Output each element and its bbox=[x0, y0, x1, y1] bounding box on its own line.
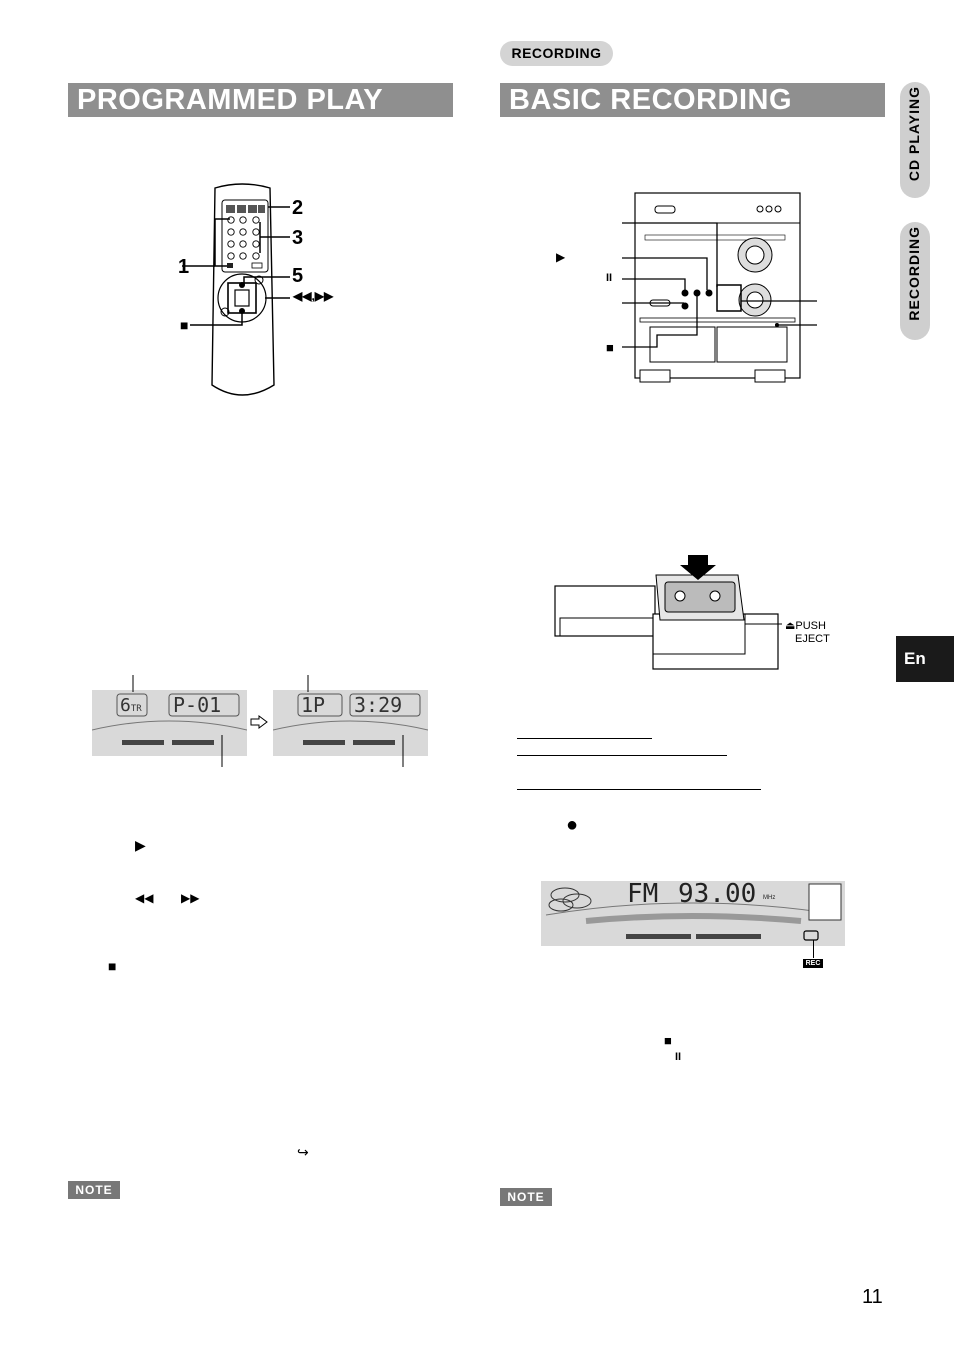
lcd-band: FM bbox=[627, 879, 659, 909]
remote-callout-3: 3 bbox=[292, 227, 304, 249]
push-eject-label: ⏏PUSH EJECT bbox=[785, 620, 830, 645]
display-panel-time: 1P 3:29 bbox=[273, 690, 428, 756]
pause-icon-right: II bbox=[675, 1051, 682, 1063]
underline-rule-2 bbox=[517, 755, 727, 756]
fast-forward-icon: ▶▶ bbox=[181, 891, 200, 905]
section-title-basic-recording: BASIC RECORDING bbox=[500, 83, 885, 117]
fm-lcd-display: FM 93.00 MHz bbox=[541, 879, 845, 946]
remote-callout-1: 1 bbox=[178, 256, 190, 278]
remote-callout-skip: ◀◀,▶▶ bbox=[293, 289, 334, 303]
remote-callout-2: 2 bbox=[292, 197, 304, 219]
cassette-insert-illustration bbox=[554, 555, 782, 670]
play-icon: ▶ bbox=[135, 837, 146, 853]
stereo-unit-illustration bbox=[622, 192, 817, 383]
language-tab-en[interactable]: En bbox=[896, 636, 954, 682]
stop-icon-right: ■ bbox=[664, 1033, 672, 1048]
underline-rule-1 bbox=[517, 738, 652, 739]
remote-callout-5: 5 bbox=[292, 265, 304, 287]
remote-callout-stop: ■ bbox=[180, 317, 189, 333]
section-title-programmed-play: PROGRAMMED PLAY bbox=[68, 83, 453, 117]
display-callout-lines bbox=[132, 675, 404, 767]
display-arrow-icon bbox=[250, 715, 268, 729]
side-tab-cd-playing-label: CD PLAYING bbox=[906, 86, 922, 182]
page-number: 11 bbox=[862, 1286, 883, 1308]
lcd-frequency-unit: MHz bbox=[763, 895, 776, 901]
category-pill: RECORDING bbox=[500, 41, 613, 66]
note-label-left: NOTE bbox=[68, 1181, 120, 1199]
unit-stop-icon: ■ bbox=[606, 340, 614, 355]
display-track-number: 6TR bbox=[120, 695, 142, 716]
remote-control-illustration bbox=[182, 183, 290, 396]
record-button-icon: ● bbox=[566, 814, 579, 836]
rewind-icon: ◀◀ bbox=[135, 891, 154, 905]
underline-rule-3 bbox=[517, 789, 761, 790]
rec-badge-leader bbox=[813, 940, 814, 958]
side-tab-recording-label: RECORDING bbox=[906, 226, 922, 321]
note-label-right: NOTE bbox=[500, 1188, 552, 1206]
display-panel-program: 6TR P-01 bbox=[92, 690, 247, 756]
display-remaining-time: 3:29 bbox=[354, 693, 403, 717]
stop-icon: ■ bbox=[108, 958, 117, 974]
repeat-icon: ↪ bbox=[297, 1144, 309, 1160]
unit-pause-icon: II bbox=[606, 272, 613, 284]
display-track-step: 1P bbox=[301, 693, 326, 717]
side-tab-cd-playing[interactable]: CD PLAYING bbox=[900, 82, 930, 198]
eject-icon: ⏏ bbox=[785, 620, 796, 632]
unit-play-icon: ▶ bbox=[556, 250, 566, 264]
side-tab-recording[interactable]: RECORDING bbox=[900, 222, 930, 340]
rec-badge: REC bbox=[803, 959, 823, 968]
lcd-frequency: 93.00 bbox=[678, 879, 757, 909]
display-program-number: P-01 bbox=[173, 693, 222, 717]
